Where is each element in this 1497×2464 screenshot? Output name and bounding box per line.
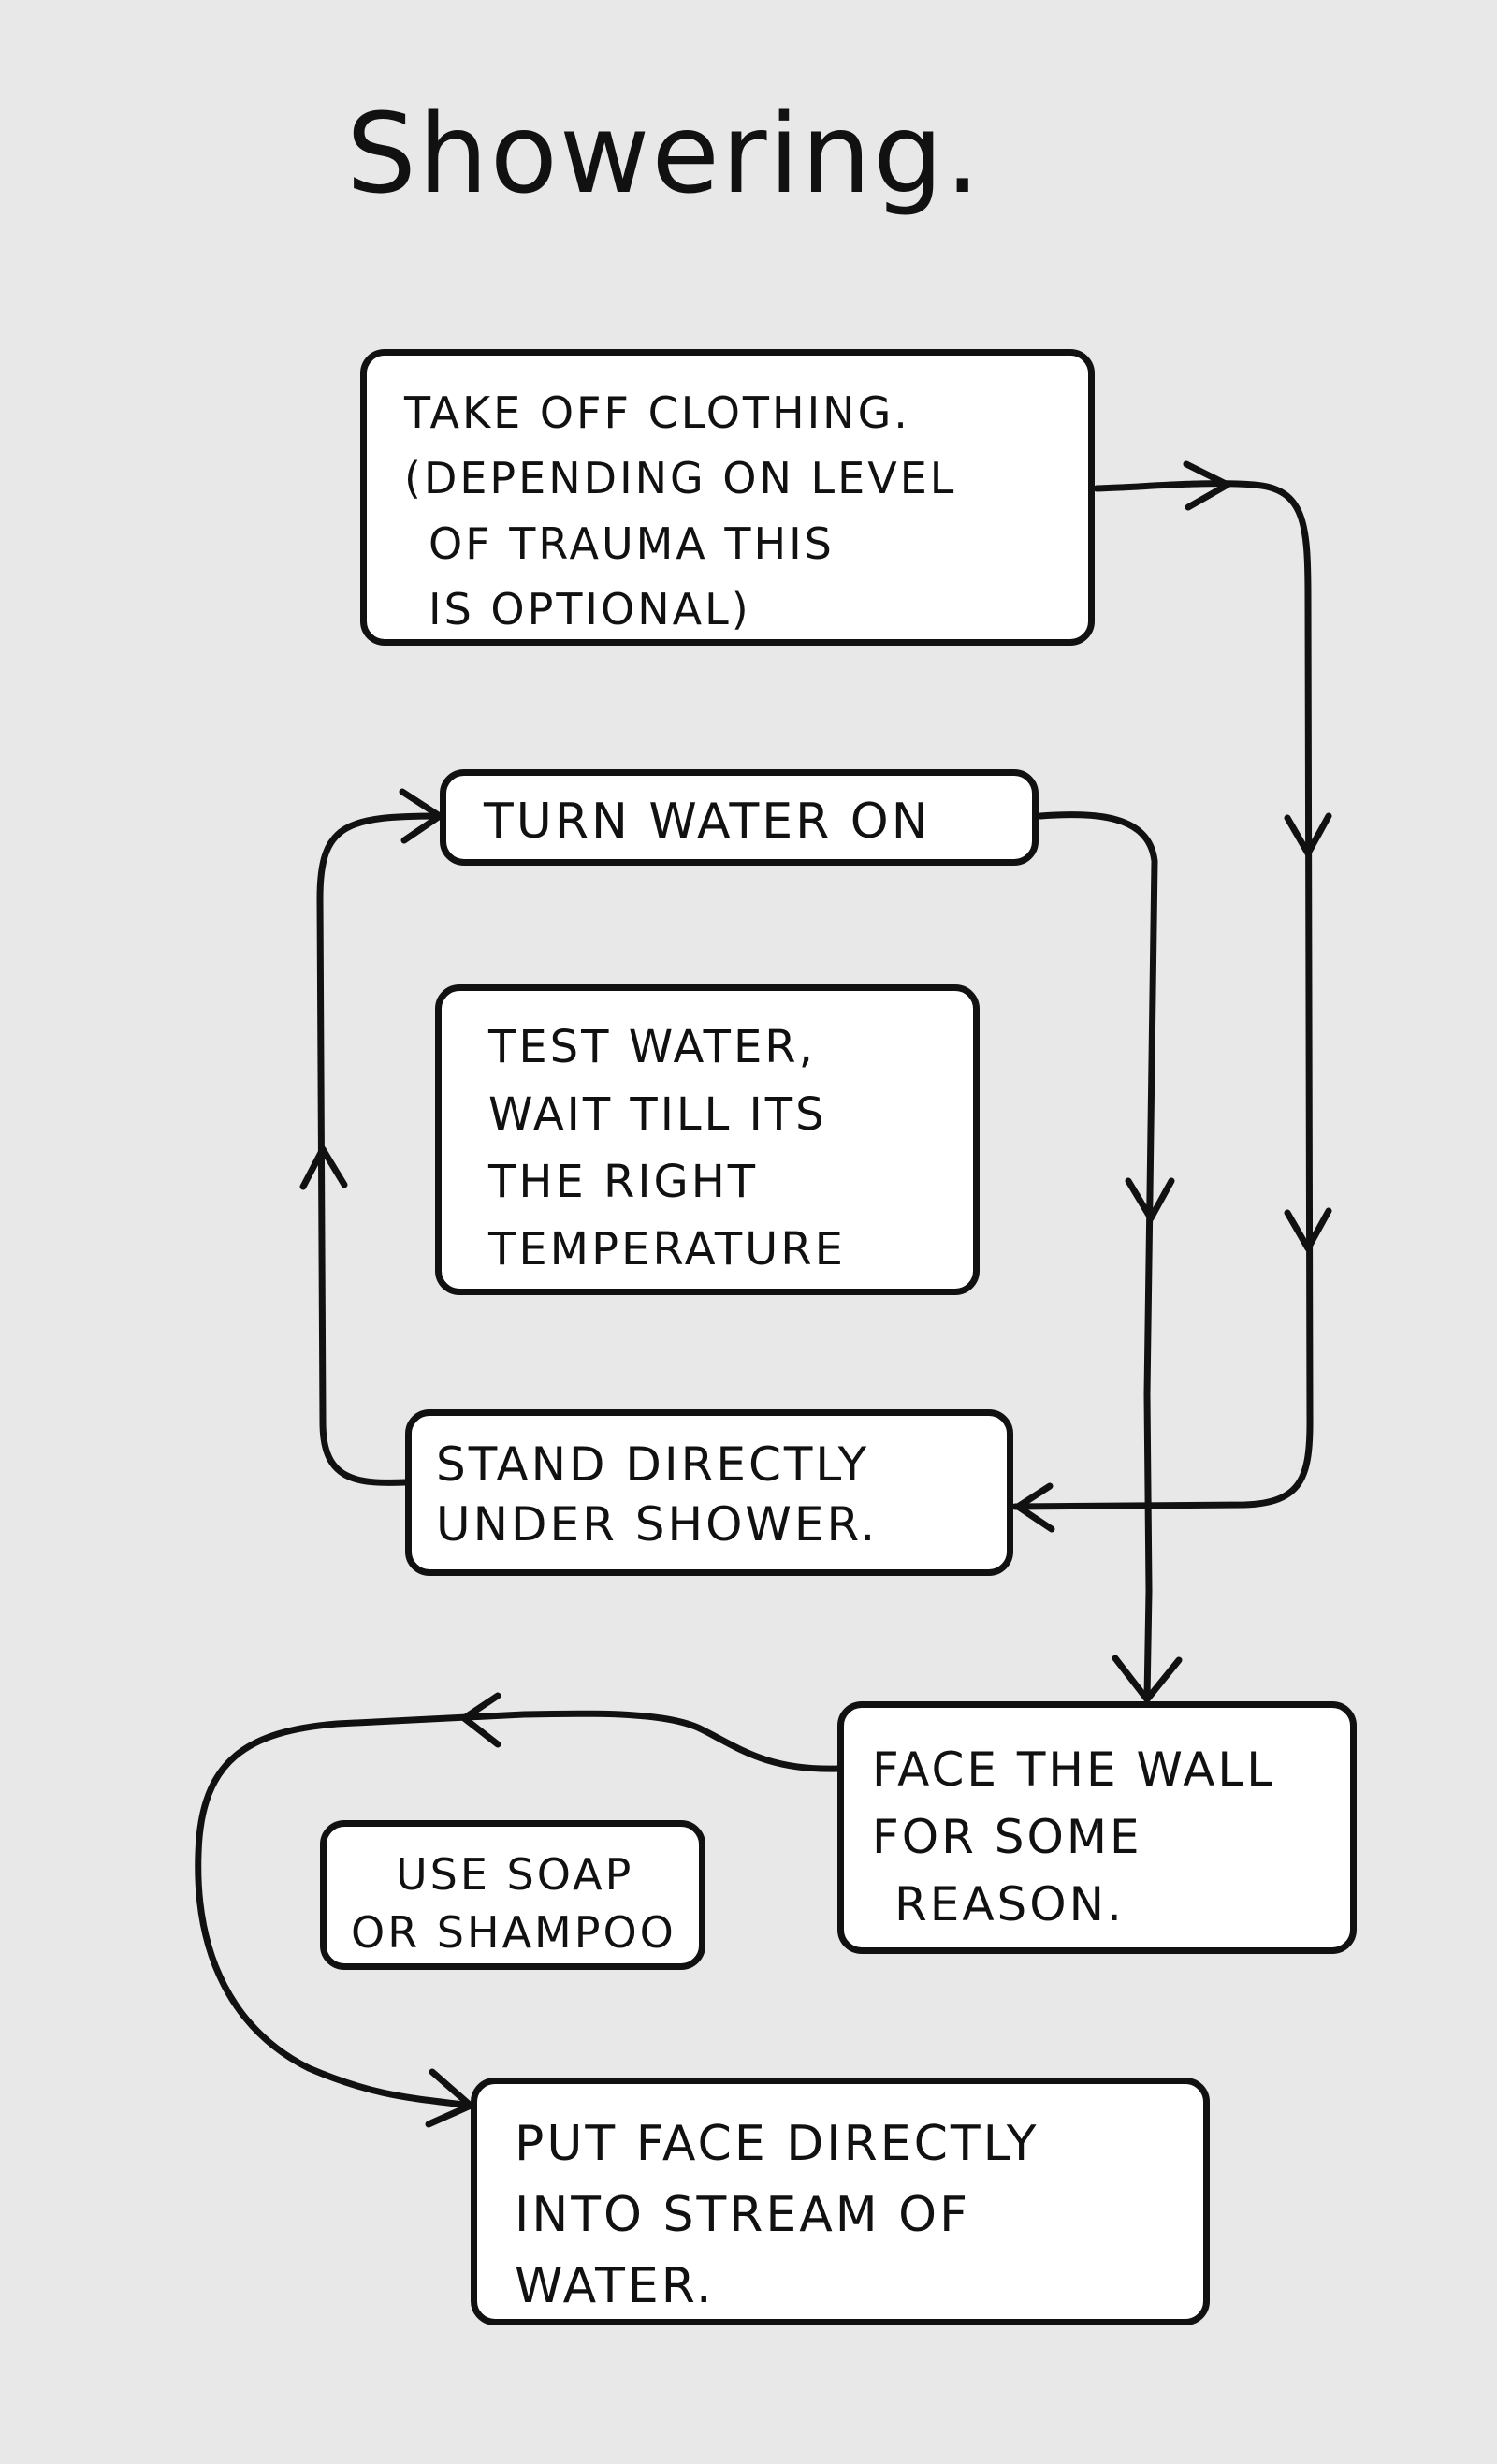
connector-takeoff-to-stand — [1011, 480, 1314, 1510]
arrowhead-into-stand — [1014, 1482, 1055, 1533]
step-text-line: water. — [515, 2258, 715, 2314]
step-text-line: Face the wall — [872, 1742, 1276, 1797]
arrowhead-takeoff-right — [1183, 460, 1231, 511]
step-text-line: for some — [872, 1810, 1142, 1864]
step-text-line: Stand directly — [436, 1437, 870, 1492]
step-text-line: under shower. — [436, 1497, 879, 1552]
step-use-soap: Use soap or shampoo — [320, 1820, 705, 1970]
step-text-line: Put face directly — [515, 2116, 1039, 2172]
step-stand-under-shower: Stand directly under shower. — [405, 1409, 1013, 1576]
arrowhead-left-rail — [299, 1145, 348, 1190]
arrowhead-right-rail-lower — [1284, 1207, 1332, 1252]
arrowhead-into-facewall — [1112, 1655, 1183, 1703]
arrowhead-right-rail-upper — [1284, 812, 1332, 857]
step-text-line: reason. — [894, 1877, 1125, 1932]
step-text-line: temperature — [488, 1223, 846, 1276]
step-put-face-into-water: Put face directly into stream of water. — [471, 2078, 1210, 2325]
step-text-line: is optional) — [429, 584, 751, 634]
step-text-line: Use soap — [396, 1849, 634, 1900]
step-text-line: wait till its — [488, 1088, 827, 1141]
step-text-line: Turn water on — [484, 794, 931, 850]
step-text-line: Take off clothing. — [404, 387, 910, 438]
arrowhead-inner-rail — [1125, 1177, 1175, 1222]
connector-stand-to-turnon — [316, 812, 443, 1486]
connector-turnon-to-facewall — [1037, 811, 1158, 1702]
step-turn-water-on: Turn water on — [440, 769, 1039, 866]
diagram-title: Showering. — [346, 89, 982, 218]
step-text-line: of trauma this — [429, 518, 835, 569]
arrowhead-facewall-left — [460, 1692, 501, 1748]
step-face-the-wall: Face the wall for some reason. — [837, 1701, 1357, 1954]
step-test-water: Test water, wait till its the right temp… — [435, 984, 980, 1295]
step-text-line: (depending on level — [404, 453, 957, 503]
step-text-line: into stream of — [515, 2187, 971, 2243]
step-text-line: Test water, — [488, 1021, 816, 1073]
connector-facewall-to-putface — [195, 1710, 841, 2109]
step-text-line: or shampoo — [351, 1907, 676, 1958]
step-text-line: the right — [488, 1156, 759, 1208]
step-take-off-clothing: Take off clothing. (depending on level o… — [360, 349, 1095, 646]
